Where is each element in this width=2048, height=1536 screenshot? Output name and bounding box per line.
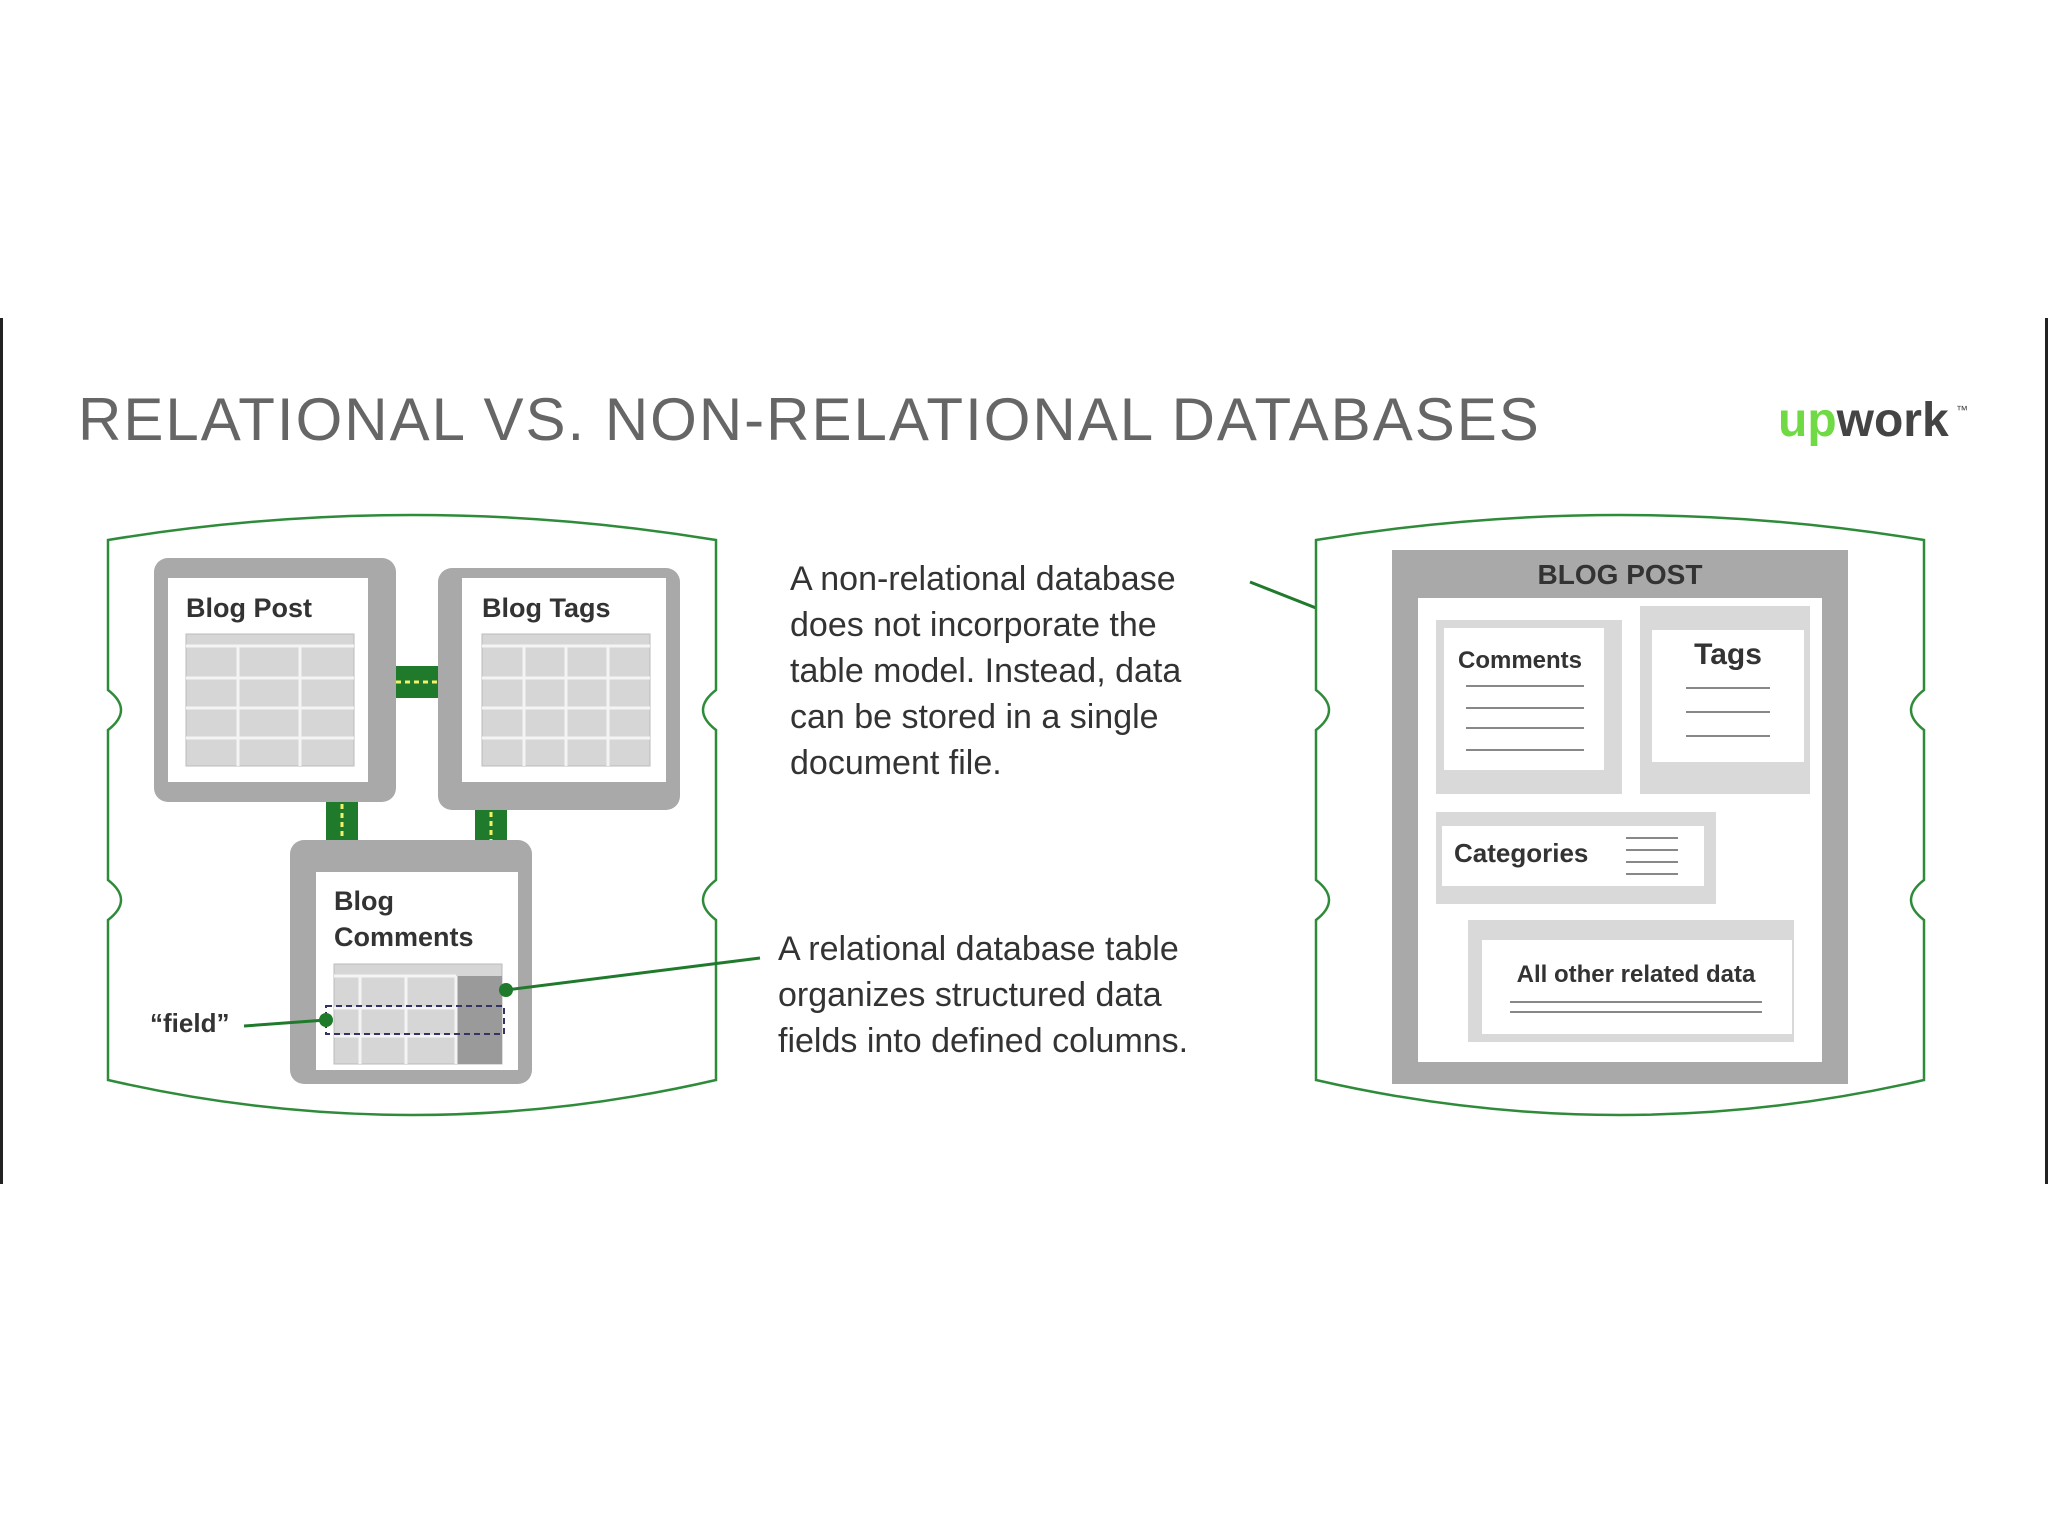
tags-section: Tags	[1640, 606, 1810, 794]
page-title: RELATIONAL VS. NON-RELATIONAL DATABASES	[78, 386, 1541, 453]
blog-tags-table: Blog Tags	[438, 568, 680, 810]
callout-nonrelational: A non-relational database does not incor…	[790, 560, 1181, 782]
blog-comments-label-line2: Comments	[334, 922, 474, 952]
field-pointer-line	[243, 1018, 327, 1028]
callout-relational-line-2: organizes structured data	[778, 976, 1162, 1014]
logo-text-up: up	[1778, 394, 1837, 447]
blog-post-document: BLOG POST Comments Tags	[1392, 550, 1848, 1084]
callout-nonrelational-line-2: does not incorporate the	[790, 606, 1157, 644]
other-data-section: All other related data	[1468, 920, 1794, 1042]
blog-comments-label-line1: Blog	[334, 886, 394, 916]
comments-label: Comments	[1458, 647, 1582, 674]
svg-text:upwork: upwork	[1778, 394, 1949, 447]
right-edge-bar	[2045, 318, 2048, 1184]
field-label: “field”	[150, 1008, 229, 1038]
upwork-logo: upwork ™	[1778, 394, 1968, 447]
table-connectors	[326, 666, 507, 844]
callout-nonrelational-line-5: document file.	[790, 744, 1002, 782]
callout-nonrelational-line-3: table model. Instead, data	[790, 652, 1181, 690]
blog-post-label: Blog Post	[186, 593, 312, 623]
blog-tags-label: Blog Tags	[482, 593, 611, 623]
callout-nonrelational-line-4: can be stored in a single	[790, 698, 1159, 736]
logo-trademark: ™	[1956, 403, 1968, 417]
callout-relational-line-3: fields into defined columns.	[778, 1022, 1188, 1060]
callout-relational-line-1: A relational database table	[778, 930, 1179, 968]
field-pointer-dot	[319, 1013, 333, 1027]
other-data-label: All other related data	[1517, 961, 1756, 988]
column-pointer-dot	[499, 983, 513, 997]
column-pointer-line	[505, 956, 761, 992]
highlighted-column	[456, 976, 502, 1064]
categories-section: Categories	[1436, 812, 1716, 904]
left-edge-bar	[0, 318, 3, 1184]
logo-text-work: work	[1836, 394, 1949, 447]
highlighted-field-row	[325, 1005, 505, 1035]
blog-comments-table: Blog Comments	[290, 840, 532, 1084]
callout-nonrelational-line-1: A non-relational database	[790, 560, 1176, 598]
document-header: BLOG POST	[1538, 559, 1703, 590]
tags-label: Tags	[1694, 638, 1762, 671]
comments-section: Comments	[1436, 620, 1622, 794]
blog-post-table: Blog Post	[154, 558, 396, 802]
callout-relational: A relational database table organizes st…	[778, 930, 1188, 1060]
categories-label: Categories	[1454, 838, 1588, 868]
blog-post-grid	[185, 633, 355, 767]
